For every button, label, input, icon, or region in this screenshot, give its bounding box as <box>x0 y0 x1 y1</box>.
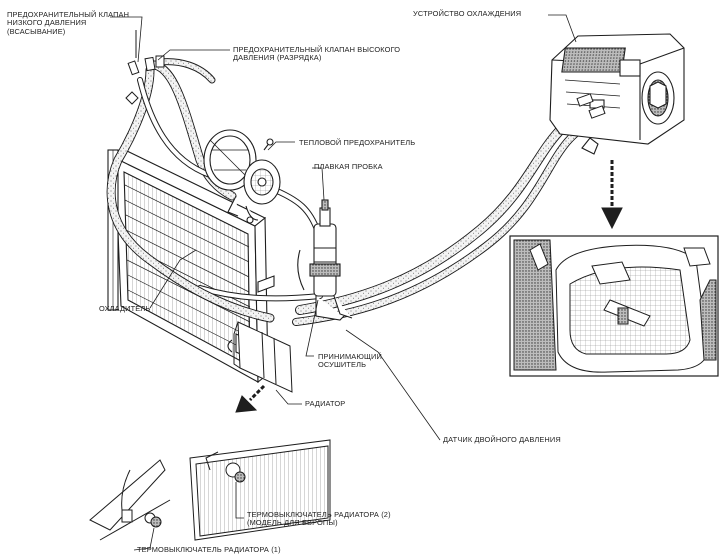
label-high-pressure-valve: ПРЕДОХРАНИТЕЛЬНЫЙ КЛАПАН ВЫСОКОГО ДАВЛЕН… <box>233 45 401 63</box>
label-radiator: РАДИАТОР <box>305 399 346 408</box>
label-dual-pressure-sensor: ДАТЧИК ДВОЙНОГО ДАВЛЕНИЯ <box>443 435 561 444</box>
label-receiver-dryer: ПРИНИМАЮЩИЙ ОСУШИТЕЛЬ <box>318 352 382 370</box>
label-thermal-fuse-text: ТЕПЛОВОЙ ПРЕДОХРАНИТЕЛЬ <box>299 138 416 147</box>
radiator-illustration <box>233 321 293 393</box>
label-condenser: ОХЛАДИТЕЛЬ <box>99 304 151 313</box>
radiator-thermoswitch-inset <box>89 439 331 541</box>
label-thermoswitch-2-line1: ТЕРМОВЫКЛЮЧАТЕЛЬ РАДИАТОРА (2) <box>247 510 391 519</box>
label-low-pressure-valve-line1: ПРЕДОХРАНИТЕЛЬНЫЙ КЛАПАН <box>7 10 130 19</box>
hose-fittings <box>576 93 606 119</box>
service-valves <box>125 30 165 105</box>
label-high-pressure-valve-line1: ПРЕДОХРАНИТЕЛЬНЫЙ КЛАПАН ВЫСОКОГО <box>233 45 401 54</box>
label-radiator-text: РАДИАТОР <box>305 399 346 408</box>
inset-arrows <box>235 160 623 413</box>
cooling-unit-inset <box>509 235 719 377</box>
label-high-pressure-valve-line2: ДАВЛЕНИЯ (РАЗРЯДКА) <box>233 53 322 63</box>
label-receiver-dryer-line2: ОСУШИТЕЛЬ <box>318 360 367 370</box>
label-low-pressure-valve-line3: (ВСАСЫВАНИЕ) <box>7 26 66 36</box>
label-thermoswitch-1-text: ТЕРМОВЫКЛЮЧАТЕЛЬ РАДИАТОРА (1) <box>137 545 281 554</box>
label-radiator-thermoswitch-2: ТЕРМОВЫКЛЮЧАТЕЛЬ РАДИАТОРА (2) (МОДЕЛЬ Д… <box>247 510 391 528</box>
label-thermoswitch-2-line2: (МОДЕЛЬ ДЛЯ ЕВРОПЫ) <box>247 518 338 528</box>
label-low-pressure-valve: ПРЕДОХРАНИТЕЛЬНЫЙ КЛАПАН НИЗКОГО ДАВЛЕНИ… <box>7 10 130 36</box>
label-receiver-dryer-line1: ПРИНИМАЮЩИЙ <box>318 352 382 361</box>
leader-lines <box>110 14 577 551</box>
label-condenser-text: ОХЛАДИТЕЛЬ <box>99 304 151 313</box>
cooling-unit-illustration <box>549 33 685 155</box>
label-cooling-unit-text: УСТРОЙСТВО ОХЛАЖДЕНИЯ <box>413 9 522 18</box>
label-thermal-fuse: ТЕПЛОВОЙ ПРЕДОХРАНИТЕЛЬ <box>299 138 416 147</box>
label-radiator-thermoswitch-1: ТЕРМОВЫКЛЮЧАТЕЛЬ РАДИАТОРА (1) <box>137 545 281 554</box>
condenser-illustration <box>107 149 275 384</box>
label-cooling-unit: УСТРОЙСТВО ОХЛАЖДЕНИЯ <box>413 9 522 18</box>
label-low-pressure-valve-line2: НИЗКОГО ДАВЛЕНИЯ <box>7 18 87 28</box>
refrigerant-hoses <box>106 58 600 326</box>
compressor-illustration <box>203 129 281 224</box>
label-dual-pressure-sensor-text: ДАТЧИК ДВОЙНОГО ДАВЛЕНИЯ <box>443 435 561 444</box>
receiver-dryer-illustration <box>297 199 353 321</box>
label-fusible-plug: ПЛАВКАЯ ПРОБКА <box>314 162 383 171</box>
label-fusible-plug-text: ПЛАВКАЯ ПРОБКА <box>314 162 383 171</box>
